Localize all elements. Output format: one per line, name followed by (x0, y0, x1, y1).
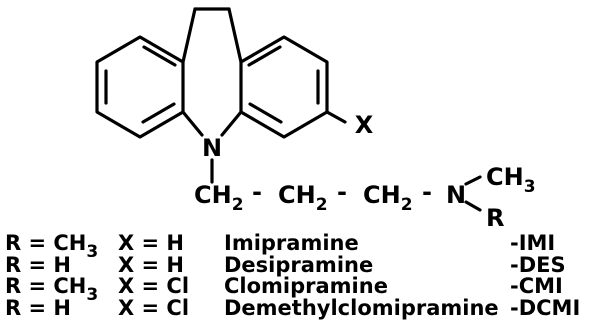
compound-row: R = CH3 X = Cl Clomipramine -CMI (5, 274, 563, 305)
chain-ch2-1: CH2 (194, 181, 244, 215)
amine-nitrogen-label: N (446, 181, 466, 209)
n-methyl-bond (464, 175, 482, 186)
r-value: R = H (5, 296, 71, 320)
compound-abbr: -IMI (510, 231, 555, 255)
ring-nitrogen-label: N (202, 134, 222, 162)
r-group-label: R (486, 204, 504, 232)
n-r-bond (464, 200, 482, 212)
r-value: R = CH3 (5, 231, 98, 262)
compound-row: R = H X = Cl Demethylclomipramine -DCMI (5, 296, 580, 320)
ethylene-bridge (181, 7, 243, 64)
x-substituent-bond (325, 110, 347, 124)
x-value: X = H (118, 253, 184, 277)
chain-ch2-3: CH2 (363, 181, 413, 215)
x-value: X = H (118, 231, 184, 255)
r-value: R = H (5, 253, 71, 277)
x-value: X = Cl (118, 274, 189, 298)
x-value: X = Cl (118, 296, 189, 320)
chain-dash-1: - (252, 178, 262, 206)
chain-ch2-2: CH2 (278, 181, 328, 215)
compound-abbr: -DCMI (510, 296, 580, 320)
compound-name: Clomipramine (224, 274, 388, 298)
compound-row: R = CH3 X = H Imipramine -IMI (5, 231, 555, 262)
compound-name: Imipramine (224, 231, 359, 255)
compound-abbr: -CMI (510, 274, 563, 298)
chain-dash-3: - (422, 178, 432, 206)
methyl-label: CH3 (486, 163, 536, 197)
compound-name: Desipramine (224, 253, 373, 277)
left-benzene-ring (95, 35, 185, 139)
compound-table: R = CH3 X = H Imipramine -IMI R = H X = … (5, 231, 580, 320)
x-substituent-label: X (355, 111, 374, 139)
r-value: R = CH3 (5, 274, 98, 305)
chain-dash-2: - (337, 178, 347, 206)
compound-row: R = H X = H Desipramine -DES (5, 253, 566, 277)
compound-name: Demethylclomipramine (224, 296, 499, 320)
right-benzene-ring (239, 35, 329, 139)
compound-abbr: -DES (510, 253, 566, 277)
propyl-chain: CH2 - CH2 - CH2 - N CH3 R (194, 163, 536, 232)
ring-nitrogen-bonds (181, 110, 243, 184)
